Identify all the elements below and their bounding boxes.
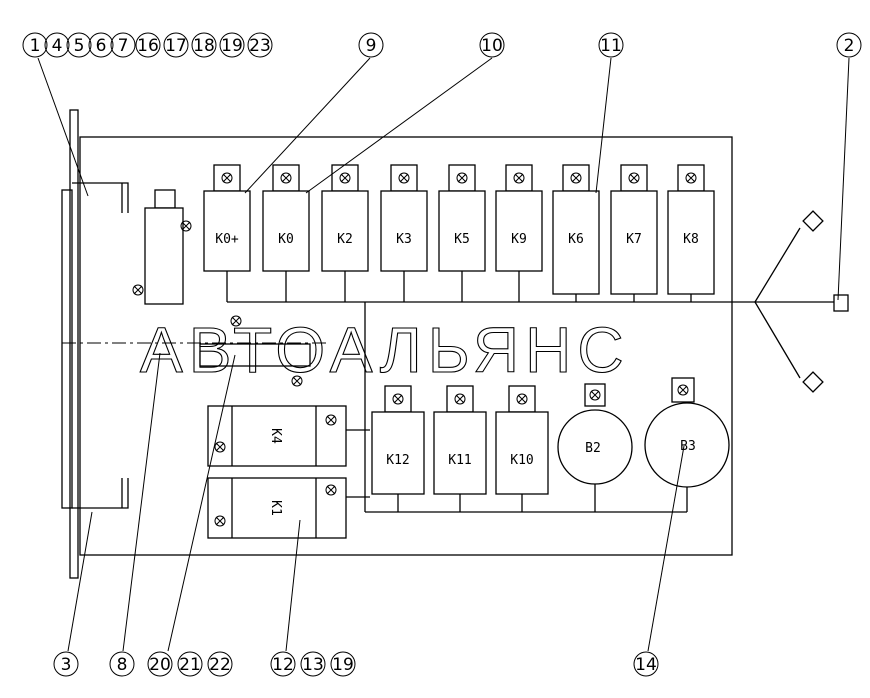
panel-plate bbox=[79, 136, 733, 556]
relay-label: K5 bbox=[454, 232, 470, 247]
relay-k5: K5 bbox=[438, 164, 486, 302]
callout-10: 10 bbox=[479, 32, 505, 58]
svg-text:5: 5 bbox=[74, 36, 85, 56]
relay-k3: K3 bbox=[380, 164, 428, 302]
svg-text:18: 18 bbox=[193, 36, 215, 56]
svg-text:9: 9 bbox=[366, 36, 377, 56]
relay-k0plus: K0+ bbox=[203, 164, 251, 302]
callout-11: 11 bbox=[598, 32, 624, 58]
fuse-holder bbox=[132, 189, 192, 305]
callout-18: 18 bbox=[191, 32, 217, 58]
side-relay-k4: K4 bbox=[207, 405, 370, 467]
leader-lines bbox=[37, 57, 850, 652]
svg-text:16: 16 bbox=[137, 36, 159, 56]
relay-k1-label: K1 bbox=[268, 500, 283, 516]
relay-label: K7 bbox=[626, 232, 642, 247]
buzzer-b2-label: B2 bbox=[585, 441, 601, 456]
callout-13: 13 bbox=[300, 651, 326, 677]
top-bracket bbox=[72, 182, 129, 213]
relay-label: K6 bbox=[568, 232, 584, 247]
relay-k2: K2 bbox=[321, 164, 369, 302]
callout-group-12-19: 12 13 19 bbox=[270, 651, 356, 677]
relay-label: K11 bbox=[448, 453, 471, 468]
svg-text:20: 20 bbox=[149, 655, 171, 675]
relay-label: K9 bbox=[511, 232, 527, 247]
bottom-relay-row: K12 K11 K10 bbox=[371, 385, 549, 512]
callout-14: 14 bbox=[633, 651, 659, 677]
svg-text:13: 13 bbox=[302, 655, 324, 675]
svg-text:19: 19 bbox=[332, 655, 354, 675]
svg-text:11: 11 bbox=[600, 36, 622, 56]
relay-label: K12 bbox=[386, 453, 409, 468]
svg-text:19: 19 bbox=[221, 36, 243, 56]
relay-k9: K9 bbox=[495, 164, 543, 302]
svg-text:4: 4 bbox=[52, 36, 63, 56]
side-relay-k1: K1 bbox=[207, 477, 370, 539]
relay-label: K0+ bbox=[215, 232, 239, 247]
buzzer-b2: B2 bbox=[557, 383, 633, 512]
callout-21: 21 bbox=[177, 651, 203, 677]
relay-k4-label: K4 bbox=[268, 428, 283, 444]
top-relay-row: K0+ K0 K2 K3 K5 K9 K6 K7 K8 bbox=[203, 164, 715, 302]
svg-text:6: 6 bbox=[96, 36, 107, 56]
cover-edge bbox=[61, 189, 73, 509]
svg-text:1: 1 bbox=[30, 36, 41, 56]
harness-connector bbox=[754, 210, 849, 393]
buzzer-b3: B3 bbox=[644, 377, 730, 512]
relay-k6: K6 bbox=[552, 164, 600, 302]
relay-k10: K10 bbox=[495, 385, 549, 512]
callout-7: 7 bbox=[110, 32, 136, 58]
svg-text:21: 21 bbox=[179, 655, 201, 675]
svg-text:2: 2 bbox=[844, 36, 855, 56]
watermark: АВТОАЛЬЯНС bbox=[140, 314, 630, 386]
svg-text:22: 22 bbox=[209, 655, 231, 675]
callout-22: 22 bbox=[207, 651, 233, 677]
relay-k0: K0 bbox=[262, 164, 310, 302]
svg-text:14: 14 bbox=[635, 655, 657, 675]
callout-20: 20 bbox=[147, 651, 173, 677]
bottom-bracket bbox=[72, 478, 129, 509]
callout-1: 1 bbox=[22, 32, 48, 58]
callout-5: 5 bbox=[66, 32, 92, 58]
callout-4: 4 bbox=[44, 32, 70, 58]
svg-text:12: 12 bbox=[272, 655, 294, 675]
callout-19: 19 bbox=[219, 32, 245, 58]
callout-6: 6 bbox=[88, 32, 114, 58]
relay-label: K2 bbox=[337, 232, 353, 247]
callout-group-20-22: 20 21 22 bbox=[147, 651, 233, 677]
small-component bbox=[199, 315, 311, 387]
callout-9: 9 bbox=[358, 32, 384, 58]
callout-23: 23 bbox=[247, 32, 273, 58]
svg-text:3: 3 bbox=[61, 655, 72, 675]
buzzer-b3-label: B3 bbox=[680, 439, 696, 454]
relay-k11: K11 bbox=[433, 385, 487, 512]
relay-label: K3 bbox=[396, 232, 412, 247]
callout-16: 16 bbox=[135, 32, 161, 58]
svg-text:17: 17 bbox=[165, 36, 187, 56]
callout-19: 19 bbox=[330, 651, 356, 677]
svg-text:23: 23 bbox=[249, 36, 271, 56]
callout-12: 12 bbox=[270, 651, 296, 677]
relay-label: K10 bbox=[510, 453, 533, 468]
relay-k8: K8 bbox=[667, 164, 715, 302]
svg-text:10: 10 bbox=[481, 36, 503, 56]
svg-text:7: 7 bbox=[118, 36, 129, 56]
relay-k7: K7 bbox=[610, 164, 658, 302]
relay-label: K8 bbox=[683, 232, 699, 247]
relay-k12: K12 bbox=[371, 385, 425, 512]
callout-8: 8 bbox=[109, 651, 135, 677]
callout-2: 2 bbox=[836, 32, 862, 58]
left-flange bbox=[69, 109, 79, 579]
relay-label: K0 bbox=[278, 232, 294, 247]
callout-17: 17 bbox=[163, 32, 189, 58]
svg-text:8: 8 bbox=[117, 655, 128, 675]
callout-3: 3 bbox=[53, 651, 79, 677]
